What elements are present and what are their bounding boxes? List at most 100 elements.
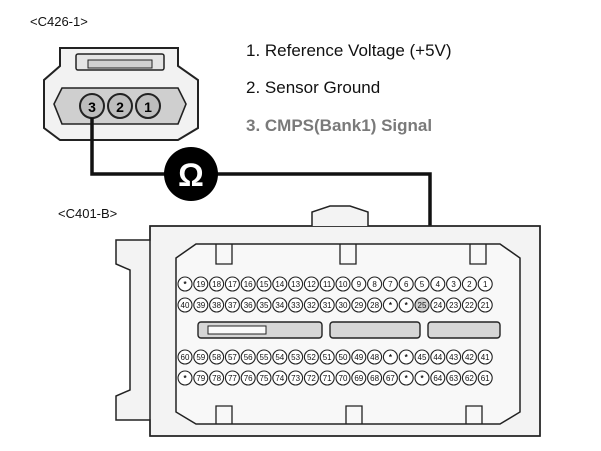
connector-ecm-pin-6: 6 (398, 276, 414, 292)
connector-ecm-pin-blank: * (398, 297, 414, 313)
svg-text:69: 69 (354, 374, 363, 383)
svg-text:77: 77 (228, 374, 237, 383)
svg-text:34: 34 (275, 301, 284, 310)
svg-text:53: 53 (291, 353, 300, 362)
svg-text:19: 19 (196, 280, 205, 289)
connector-ecm-pin-18: 18 (209, 276, 225, 292)
connector-ecm-pin-blank: * (177, 370, 193, 386)
svg-text:6: 6 (404, 280, 409, 289)
svg-text:8: 8 (372, 280, 377, 289)
connector-ecm-pin-22: 22 (461, 297, 477, 313)
connector-ecm-pin-67: 67 (382, 370, 398, 386)
svg-text:56: 56 (244, 353, 253, 362)
svg-text:35: 35 (260, 301, 269, 310)
svg-text:25: 25 (418, 301, 427, 310)
svg-text:67: 67 (386, 374, 395, 383)
connector-ecm-pin-40: 40 (177, 297, 193, 313)
connector-ecm-pin-37: 37 (224, 297, 240, 313)
svg-text:50: 50 (339, 353, 348, 362)
svg-text:*: * (405, 374, 409, 383)
svg-text:48: 48 (370, 353, 379, 362)
connector-ecm-pin-64: 64 (430, 370, 446, 386)
connector-ecm-pin-59: 59 (193, 349, 209, 365)
svg-text:75: 75 (260, 374, 269, 383)
svg-text:78: 78 (212, 374, 221, 383)
connector-ecm-pin-15: 15 (256, 276, 272, 292)
connector-ecm-pin-21: 21 (477, 297, 493, 313)
connector-ecm-pin-28: 28 (367, 297, 383, 313)
connector-ecm-pin-25: 25 (414, 297, 430, 313)
connector-ecm-pin-57: 57 (224, 349, 240, 365)
connector-top-id: <C426-1> (30, 14, 88, 29)
connector-ecm-pin-48: 48 (367, 349, 383, 365)
connector-top-pin-3: 3 (79, 93, 105, 119)
connector-ecm-id: <C401-B> (58, 206, 117, 221)
svg-text:32: 32 (307, 301, 316, 310)
connector-ecm-pin-13: 13 (288, 276, 304, 292)
svg-text:24: 24 (433, 301, 442, 310)
svg-text:2: 2 (116, 99, 124, 115)
svg-text:70: 70 (339, 374, 348, 383)
svg-text:43: 43 (449, 353, 458, 362)
connector-ecm-pin-43: 43 (446, 349, 462, 365)
connector-ecm-pin-51: 51 (319, 349, 335, 365)
connector-ecm-pin-69: 69 (351, 370, 367, 386)
svg-text:55: 55 (260, 353, 269, 362)
svg-text:45: 45 (418, 353, 427, 362)
svg-text:16: 16 (244, 280, 253, 289)
svg-text:14: 14 (275, 280, 284, 289)
connector-ecm-pin-32: 32 (303, 297, 319, 313)
svg-text:59: 59 (196, 353, 205, 362)
ohmmeter: Ω (164, 147, 218, 201)
connector-ecm-pin-79: 79 (193, 370, 209, 386)
svg-text:58: 58 (212, 353, 221, 362)
svg-text:21: 21 (481, 301, 490, 310)
svg-text:11: 11 (323, 280, 332, 289)
connector-top-pin-1: 1 (135, 93, 161, 119)
connector-ecm-pin-blank: * (177, 276, 193, 292)
svg-text:79: 79 (196, 374, 205, 383)
connector-ecm-pin-41: 41 (477, 349, 493, 365)
connector-ecm-pin-55: 55 (256, 349, 272, 365)
svg-text:61: 61 (481, 374, 490, 383)
connector-ecm-pin-9: 9 (351, 276, 367, 292)
svg-text:71: 71 (323, 374, 332, 383)
svg-text:73: 73 (291, 374, 300, 383)
svg-text:37: 37 (228, 301, 237, 310)
connector-ecm-pin-72: 72 (303, 370, 319, 386)
svg-text:63: 63 (449, 374, 458, 383)
svg-text:30: 30 (339, 301, 348, 310)
connector-ecm-pin-56: 56 (240, 349, 256, 365)
connector-ecm-pin-61: 61 (477, 370, 493, 386)
svg-text:76: 76 (244, 374, 253, 383)
svg-text:*: * (405, 301, 409, 310)
legend-item-1: 1. Reference Voltage (+5V) (246, 41, 452, 60)
connector-ecm-pin-68: 68 (367, 370, 383, 386)
connector-ecm-pin-78: 78 (209, 370, 225, 386)
svg-text:10: 10 (339, 280, 348, 289)
connector-ecm-pin-blank: * (398, 349, 414, 365)
connector-ecm-pin-30: 30 (335, 297, 351, 313)
connector-ecm-pin-blank: * (382, 349, 398, 365)
connector-ecm-pin-58: 58 (209, 349, 225, 365)
connector-ecm-pin-70: 70 (335, 370, 351, 386)
svg-text:33: 33 (291, 301, 300, 310)
svg-text:44: 44 (433, 353, 442, 362)
ohmmeter-icon (164, 147, 218, 201)
svg-text:62: 62 (465, 374, 474, 383)
connector-top-pin-2: 2 (107, 93, 133, 119)
legend-item-2: 2. Sensor Ground (246, 78, 380, 97)
ohmmeter-symbol: Ω (178, 157, 204, 193)
legend-item-3: 3. CMPS(Bank1) Signal (246, 116, 432, 135)
svg-text:15: 15 (260, 280, 269, 289)
connector-ecm-pin-12: 12 (303, 276, 319, 292)
svg-text:60: 60 (181, 353, 190, 362)
connector-ecm-pin-16: 16 (240, 276, 256, 292)
svg-text:18: 18 (212, 280, 221, 289)
svg-text:3: 3 (451, 280, 456, 289)
svg-text:57: 57 (228, 353, 237, 362)
connector-ecm-pin-60: 60 (177, 349, 193, 365)
connector-ecm-pin-8: 8 (367, 276, 383, 292)
svg-text:13: 13 (291, 280, 300, 289)
